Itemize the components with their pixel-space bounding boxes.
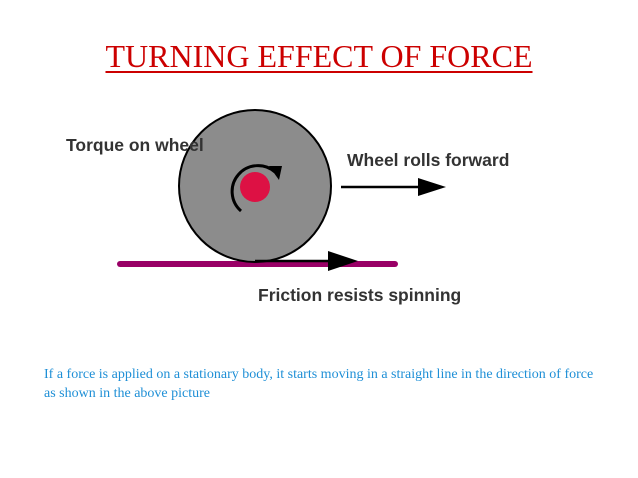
label-wheel-rolls-forward: Wheel rolls forward xyxy=(347,150,509,170)
wheel-rolls-forward-arrow-head-icon xyxy=(418,178,446,196)
wheel-hub xyxy=(240,172,270,202)
label-torque-on-wheel: Torque on wheel xyxy=(66,135,204,155)
caption-text: If a force is applied on a stationary bo… xyxy=(44,367,594,401)
slide-title: TURNING EFFECT OF FORCE xyxy=(105,38,533,74)
friction-arrow-head-icon xyxy=(328,251,358,271)
torque-rotation-arrow xyxy=(230,164,276,213)
label-friction-resists-spinning: Friction resists spinning xyxy=(258,285,461,305)
torque-arrow-head-icon xyxy=(269,166,282,180)
